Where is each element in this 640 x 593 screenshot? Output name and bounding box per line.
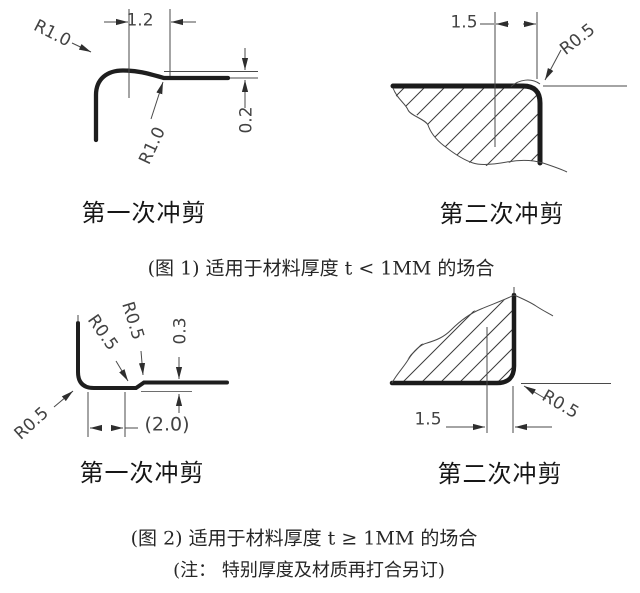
break-line bbox=[513, 294, 554, 317]
fig1-caption: (图 1) 适用于材料厚度 t < 1MM 的场合 bbox=[147, 257, 495, 280]
sheet-profile bbox=[93, 68, 231, 143]
fig2-note: (注： 特别厚度及材质再打合另订) bbox=[173, 560, 445, 581]
part-edge-profile bbox=[389, 292, 517, 386]
dim-label-width: 1.2 bbox=[126, 10, 154, 31]
dim-label-offset: 0.2 bbox=[236, 106, 257, 134]
fig2-caption: (图 2) 适用于材料厚度 t ≥ 1MM 的场合 bbox=[130, 527, 478, 550]
fig1-first-shear-drawing bbox=[71, 9, 258, 143]
fig1-second-shear-title: 第二次冲剪 bbox=[439, 200, 565, 228]
fig2-second-shear-drawing bbox=[389, 287, 611, 433]
hatching bbox=[394, 297, 513, 381]
leader-line bbox=[71, 42, 92, 53]
fig2-first-shear-title: 第一次冲剪 bbox=[79, 459, 205, 487]
leader-line bbox=[544, 49, 562, 81]
rollover-curve bbox=[510, 79, 541, 87]
break-line bbox=[392, 87, 568, 173]
fig1-first-shear-title: 第一次冲剪 bbox=[81, 199, 207, 227]
leader-line bbox=[523, 385, 547, 400]
break-line bbox=[391, 294, 515, 384]
dim-label-width: 1.5 bbox=[450, 12, 478, 33]
part-edge-profile bbox=[390, 83, 543, 166]
dim-label-height: 0.3 bbox=[170, 317, 191, 345]
fig2-second-shear-title: 第二次冲剪 bbox=[437, 460, 563, 488]
dim-label-width: (2.0) bbox=[144, 413, 190, 436]
leader-line bbox=[115, 360, 129, 382]
hatching bbox=[393, 87, 540, 166]
leader-line bbox=[53, 390, 74, 408]
sheet-profile bbox=[76, 321, 229, 390]
leader-line bbox=[138, 350, 146, 376]
fig2-first-shear-drawing bbox=[53, 315, 229, 437]
leader-line bbox=[150, 81, 164, 120]
dim-label-width: 1.5 bbox=[414, 409, 442, 430]
